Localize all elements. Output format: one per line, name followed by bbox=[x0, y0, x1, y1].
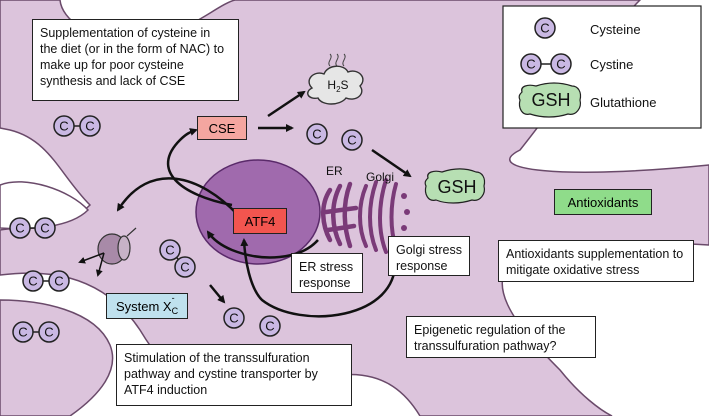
cystine-extracellular-d-letter: C bbox=[54, 274, 63, 289]
gsh-label: GSH bbox=[437, 177, 477, 197]
cystine-top-left-a-letter: C bbox=[59, 119, 68, 134]
cystine-bottom-left-b-letter: C bbox=[44, 325, 53, 340]
golgi-label: Golgi bbox=[366, 170, 395, 184]
antioxidant-supplementation-note: Antioxidants supplementation to mitigate… bbox=[498, 240, 694, 282]
legend-cystine-icon-b: C bbox=[550, 53, 572, 75]
cystine-top-left-b: C bbox=[79, 115, 101, 137]
cystine-bottom-left-a-letter: C bbox=[18, 325, 27, 340]
endoplasmic-reticulum bbox=[321, 181, 359, 249]
cystine-top-left-b-letter: C bbox=[85, 119, 94, 134]
atf4-label: ATF4 bbox=[233, 208, 287, 234]
epigenetic-note: Epigenetic regulation of the transsulfur… bbox=[406, 316, 596, 358]
cystine-bottom-left-b: C bbox=[38, 321, 60, 343]
legend-glutathione-label: Glutathione bbox=[590, 95, 657, 110]
h2s-cloud bbox=[307, 65, 364, 105]
diet-supplementation-note: Supplementation of cysteine in the diet … bbox=[32, 19, 239, 101]
cystine-extracellular-d: C bbox=[48, 270, 70, 292]
er-stress-note: ER stress response bbox=[291, 253, 363, 293]
cysteine-product-b: C bbox=[341, 129, 363, 151]
cysteine-near-transporter-b-letter: C bbox=[180, 260, 189, 275]
arrow-transporter-to-cysteine bbox=[209, 284, 226, 304]
h2s-fumes bbox=[328, 53, 346, 67]
arrow-cysteine-to-gsh bbox=[371, 148, 412, 178]
golgi-apparatus bbox=[358, 178, 410, 254]
cystine-extracellular-b: C bbox=[34, 217, 56, 239]
legend-cysteine-icon-letter: C bbox=[540, 21, 549, 36]
legend-gsh-blob bbox=[518, 82, 582, 118]
legend-cystine-icon-a-letter: C bbox=[526, 57, 535, 72]
golgi-stress-note: Golgi stress response bbox=[388, 236, 470, 276]
legend-gsh-text: GSH bbox=[531, 90, 571, 110]
h2s-s: S bbox=[340, 78, 349, 92]
system-xc-text: System X bbox=[115, 298, 172, 314]
cysteine-near-transporter-a: C bbox=[159, 239, 181, 261]
h2s-sub: 2 bbox=[336, 85, 341, 94]
legend-cystine-icon-b-letter: C bbox=[556, 57, 565, 72]
legend-cystine-label: Cystine bbox=[590, 57, 634, 72]
system-xc-label: System X - C bbox=[106, 293, 188, 319]
cysteine-near-transporter-a-letter: C bbox=[165, 243, 174, 258]
cystine-extracellular-c-letter: C bbox=[28, 274, 37, 289]
arrow-er-loop bbox=[206, 230, 319, 259]
cystine-bottom-left-a: C bbox=[12, 321, 34, 343]
cysteine-lower-b: C bbox=[259, 315, 281, 337]
cysteine-lower-a-letter: C bbox=[229, 311, 238, 326]
cysteine-lower-b-letter: C bbox=[265, 319, 274, 334]
cystine-extracellular-c: C bbox=[22, 270, 44, 292]
legend-cystine-icon-a: C bbox=[520, 53, 542, 75]
cse-label: CSE bbox=[197, 116, 247, 140]
arrow-cse-to-h2s bbox=[267, 90, 306, 118]
system-xc-sup: - bbox=[171, 292, 175, 303]
er-label: ER bbox=[326, 164, 343, 178]
cystine-top-left-a: C bbox=[53, 115, 75, 137]
legend-cysteine-label: Cysteine bbox=[590, 22, 641, 37]
cysteine-lower-a: C bbox=[223, 307, 245, 329]
cystine-extracellular-a: C bbox=[9, 217, 31, 239]
legend-cysteine-icon: C bbox=[534, 17, 556, 39]
cysteine-product-b-letter: C bbox=[347, 133, 356, 148]
cysteine-product-a-letter: C bbox=[312, 127, 321, 142]
transporter bbox=[78, 227, 137, 277]
arrow-atf4-to-cse bbox=[166, 128, 233, 207]
antioxidants-label: Antioxidants bbox=[554, 189, 652, 215]
cysteine-near-transporter-b: C bbox=[174, 256, 196, 278]
system-xc-sub: C bbox=[171, 305, 179, 316]
pathway-arrows bbox=[116, 90, 412, 318]
cell-lower-left-lobe bbox=[0, 299, 114, 416]
h2s-label: H2S bbox=[318, 78, 358, 94]
gsh-blob bbox=[424, 168, 486, 204]
transsulfuration-note: Stimulation of the transsulfuration path… bbox=[116, 344, 352, 406]
cystine-extracellular-b-letter: C bbox=[40, 221, 49, 236]
cysteine-product-a: C bbox=[306, 123, 328, 145]
h2s-h: H bbox=[327, 78, 337, 92]
arrow-golgi-loop bbox=[240, 238, 397, 318]
cystine-extracellular-a-letter: C bbox=[15, 221, 24, 236]
arrow-atf4-to-transporter bbox=[116, 177, 239, 216]
